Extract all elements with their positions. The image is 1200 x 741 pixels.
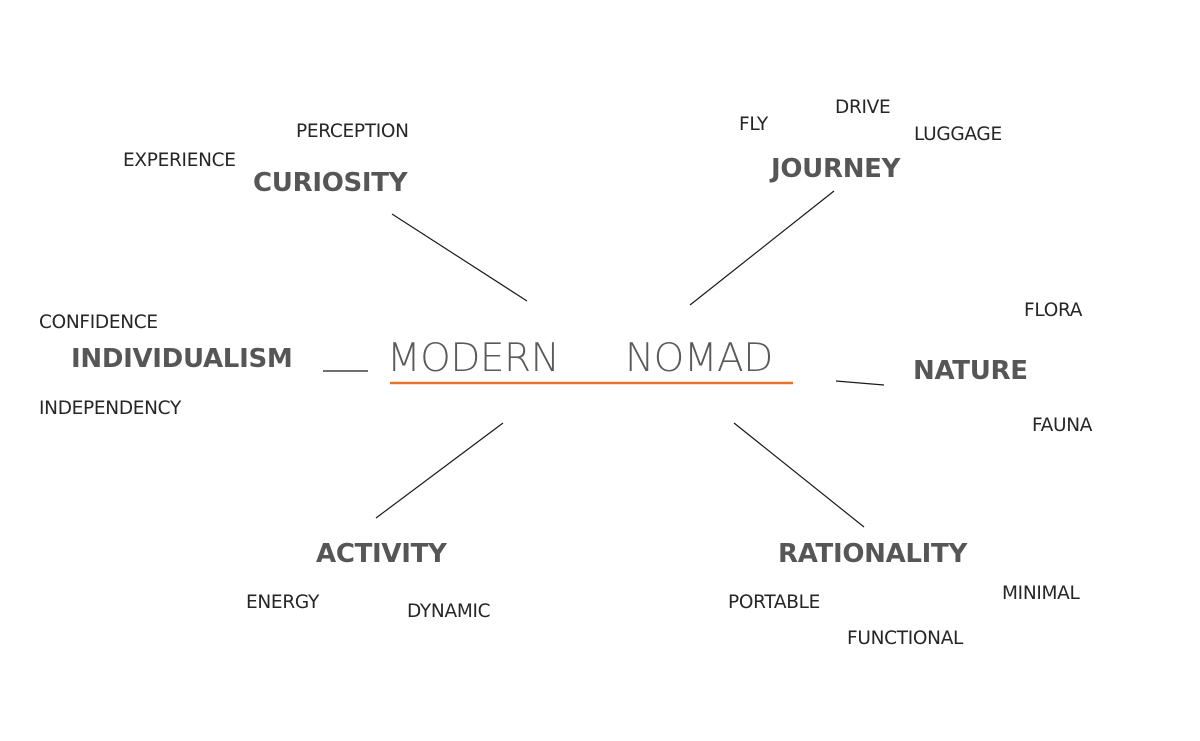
center-word-modern: MODERN <box>387 336 560 381</box>
word-energy: ENERGY <box>246 592 319 613</box>
connector-nature <box>835 380 885 386</box>
connector-journey <box>689 190 835 306</box>
word-luggage: LUGGAGE <box>914 124 1002 145</box>
center-word-nomad: NOMAD <box>625 336 773 381</box>
connector-activity <box>375 422 504 519</box>
word-dynamic: DYNAMIC <box>407 601 491 622</box>
word-functional: FUNCTIONAL <box>847 628 964 649</box>
word-portable: PORTABLE <box>728 592 821 613</box>
word-confidence: CONFIDENCE <box>39 312 158 333</box>
theme-individualism: INDIVIDUALISM <box>71 344 293 374</box>
word-independency: INDEPENDENCY <box>39 398 181 419</box>
word-minimal: MINIMAL <box>1002 583 1080 604</box>
word-flora: FLORA <box>1024 300 1083 321</box>
word-experience: EXPERIENCE <box>123 150 236 171</box>
connector-curiosity <box>391 213 528 302</box>
theme-rationality: RATIONALITY <box>778 539 968 569</box>
theme-curiosity: CURIOSITY <box>253 168 408 198</box>
word-perception: PERCEPTION <box>296 121 409 142</box>
theme-journey: JOURNEY <box>771 154 901 184</box>
theme-nature: NATURE <box>913 356 1028 386</box>
word-drive: DRIVE <box>835 97 891 118</box>
word-fauna: FAUNA <box>1032 415 1093 436</box>
theme-activity: ACTIVITY <box>316 539 447 569</box>
connector-rationality <box>733 422 865 528</box>
word-fly: FLY <box>739 114 768 135</box>
